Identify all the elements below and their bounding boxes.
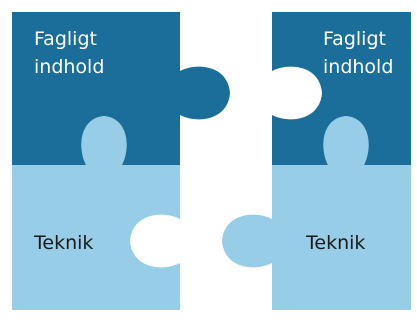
right-top-label-line2: indhold — [323, 56, 393, 78]
left-bottom-label: Teknik — [33, 232, 93, 254]
left-teknik-piece — [12, 116, 180, 310]
right-fagligt-piece — [272, 12, 411, 165]
right-bottom-label: Teknik — [305, 232, 365, 254]
left-fagligt-piece — [12, 12, 230, 165]
right-teknik-piece — [222, 116, 411, 310]
right-top-label-line1: Fagligt — [323, 28, 386, 50]
left-top-label-line1: Fagligt — [34, 28, 97, 50]
left-top-label-line2: indhold — [34, 56, 104, 78]
